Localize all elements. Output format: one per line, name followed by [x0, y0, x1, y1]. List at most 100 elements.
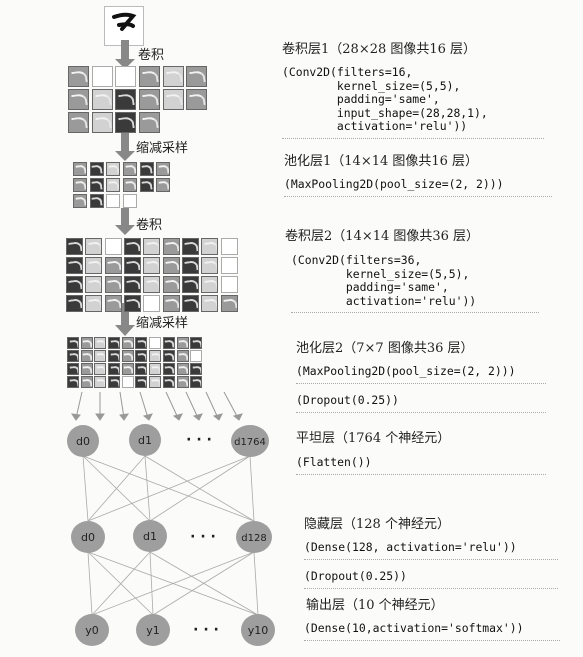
feature-map-thumbnail [149, 350, 162, 362]
feature-map-thumbnail [121, 337, 134, 349]
feature-map-thumbnail [162, 337, 175, 349]
conv2-feature-maps [66, 238, 238, 312]
feature-map-thumbnail [94, 363, 107, 375]
feature-map-thumbnail [104, 276, 122, 293]
feature-map-thumbnail [176, 337, 189, 349]
feature-map-thumbnail [123, 178, 137, 192]
feature-map-thumbnail [149, 376, 162, 388]
feature-map-thumbnail [201, 295, 219, 312]
feature-map-thumbnail [176, 363, 189, 375]
pool2-code: (MaxPooling2D(pool_size=(2, 2))) [296, 364, 546, 384]
feature-map-thumbnail [85, 238, 103, 255]
feature-map-thumbnail [143, 295, 161, 312]
feature-map-thumbnail [162, 276, 180, 293]
feature-map-thumbnail [186, 89, 208, 110]
feature-map-thumbnail [135, 376, 148, 388]
feature-map-thumbnail [190, 376, 203, 388]
conv2-title: 卷积层2（14×14 图像共36 层） [285, 229, 480, 244]
feature-map-thumbnail [108, 363, 121, 375]
hidden-code: (Dense(128, activation='relu')) [304, 540, 558, 560]
feature-map-thumbnail [143, 276, 161, 293]
node-label: y10 [248, 624, 269, 637]
feature-map-thumbnail [91, 89, 113, 110]
hidden-layer-nodes: d0 d1 · · · d128 [71, 520, 272, 553]
feature-map-thumbnail [67, 376, 79, 388]
arrow-pool2 [115, 303, 135, 336]
connections-2-3 [87, 551, 259, 616]
node-label: d0 [76, 435, 90, 448]
node-y0-output [75, 614, 109, 646]
feature-map-thumbnail [162, 376, 175, 388]
flatten-title: 平坦层（1764 个神经元） [296, 431, 451, 446]
feature-map-thumbnail [143, 238, 161, 255]
feature-map-thumbnail [220, 295, 238, 312]
feature-map-thumbnail [135, 363, 148, 375]
step-label-conv1: 卷积 [138, 48, 165, 63]
feature-map-thumbnail [138, 112, 160, 133]
feature-map-thumbnail [68, 66, 89, 87]
feature-map-thumbnail [104, 295, 122, 312]
feature-map-thumbnail [124, 295, 141, 312]
pool2-title: 池化层2（7×7 图像共36 层） [296, 341, 474, 356]
dropout2-code: (Dropout(0.25)) [304, 569, 558, 589]
feature-map-thumbnail [124, 276, 141, 293]
node-y1-output [136, 614, 170, 646]
feature-map-thumbnail [73, 178, 87, 192]
feature-map-thumbnail [124, 238, 141, 255]
feature-map-thumbnail [176, 350, 189, 362]
output-title: 输出层（10 个神经元） [306, 598, 444, 613]
feature-map-thumbnail [121, 363, 134, 375]
conv1-code: (Conv2D(filters=16, kernel_size=(5,5), p… [282, 65, 544, 139]
feature-map-thumbnail [67, 350, 79, 362]
feature-map-thumbnail [139, 178, 154, 192]
feature-map-thumbnail [89, 178, 104, 192]
arrow-conv1 [115, 40, 135, 69]
node-d0-flatten [67, 425, 99, 457]
connections-1-2 [82, 455, 255, 522]
ellipsis: · · · [190, 529, 216, 545]
feature-map-thumbnail [108, 337, 121, 349]
feature-map-thumbnail [80, 376, 93, 388]
feature-map-thumbnail [80, 337, 93, 349]
feature-map-thumbnail [80, 363, 93, 375]
feature-map-thumbnail [80, 350, 93, 362]
feature-map-thumbnail [162, 89, 184, 110]
feature-map-thumbnail [156, 178, 171, 192]
feature-map-thumbnail [73, 194, 87, 208]
input-digit-image [104, 6, 144, 46]
feature-map-thumbnail [104, 257, 122, 274]
feature-map-thumbnail [220, 238, 238, 255]
output-code: (Dense(10,activation='softmax')) [304, 621, 560, 641]
feature-map-thumbnail [108, 376, 121, 388]
node-label: d1 [143, 530, 157, 543]
step-label-pool1: 缩减采样 [136, 141, 189, 156]
feature-map-thumbnail [66, 238, 83, 255]
feature-map-thumbnail [66, 276, 83, 293]
feature-map-thumbnail [186, 66, 208, 87]
feature-map-thumbnail [115, 112, 137, 133]
feature-map-thumbnail [201, 238, 219, 255]
feature-map-thumbnail [135, 350, 148, 362]
feature-map-thumbnail [85, 257, 103, 274]
feature-map-thumbnail [123, 194, 137, 208]
feature-map-thumbnail [106, 162, 121, 176]
feature-map-thumbnail [66, 257, 83, 274]
pool1-code: (MaxPooling2D(pool_size=(2, 2))) [284, 177, 552, 197]
node-label: d1 [138, 434, 152, 447]
feature-map-thumbnail [106, 178, 121, 192]
feature-map-thumbnail [67, 337, 79, 349]
feature-map-thumbnail [115, 89, 137, 110]
feature-map-thumbnail [149, 337, 162, 349]
node-d1-flatten [129, 424, 161, 456]
conv2-code: (Conv2D(filters=36, kernel_size=(5,5), p… [291, 253, 539, 313]
feature-map-thumbnail [123, 162, 137, 176]
feature-map-thumbnail [220, 276, 238, 293]
node-d128-hidden [236, 521, 272, 553]
feature-map-thumbnail [66, 295, 83, 312]
feature-map-thumbnail [162, 295, 180, 312]
feature-map-thumbnail [190, 363, 203, 375]
pool2-feature-maps [67, 337, 203, 388]
flatten-layer-nodes: d0 d1 · · · d1764 [67, 424, 269, 457]
node-y10-output [241, 614, 275, 646]
feature-map-thumbnail [182, 276, 199, 293]
